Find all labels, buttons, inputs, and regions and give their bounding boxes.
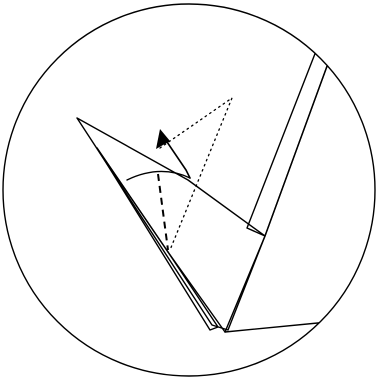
- circular-frame: [3, 4, 375, 376]
- arrow-head: [156, 129, 170, 149]
- right-panel: [225, 58, 378, 332]
- dotted-fold-line: [160, 98, 232, 250]
- paper-model: [77, 46, 378, 332]
- center-body: [77, 118, 265, 330]
- back-strip: [247, 46, 330, 236]
- body-crease-lower: [168, 252, 225, 332]
